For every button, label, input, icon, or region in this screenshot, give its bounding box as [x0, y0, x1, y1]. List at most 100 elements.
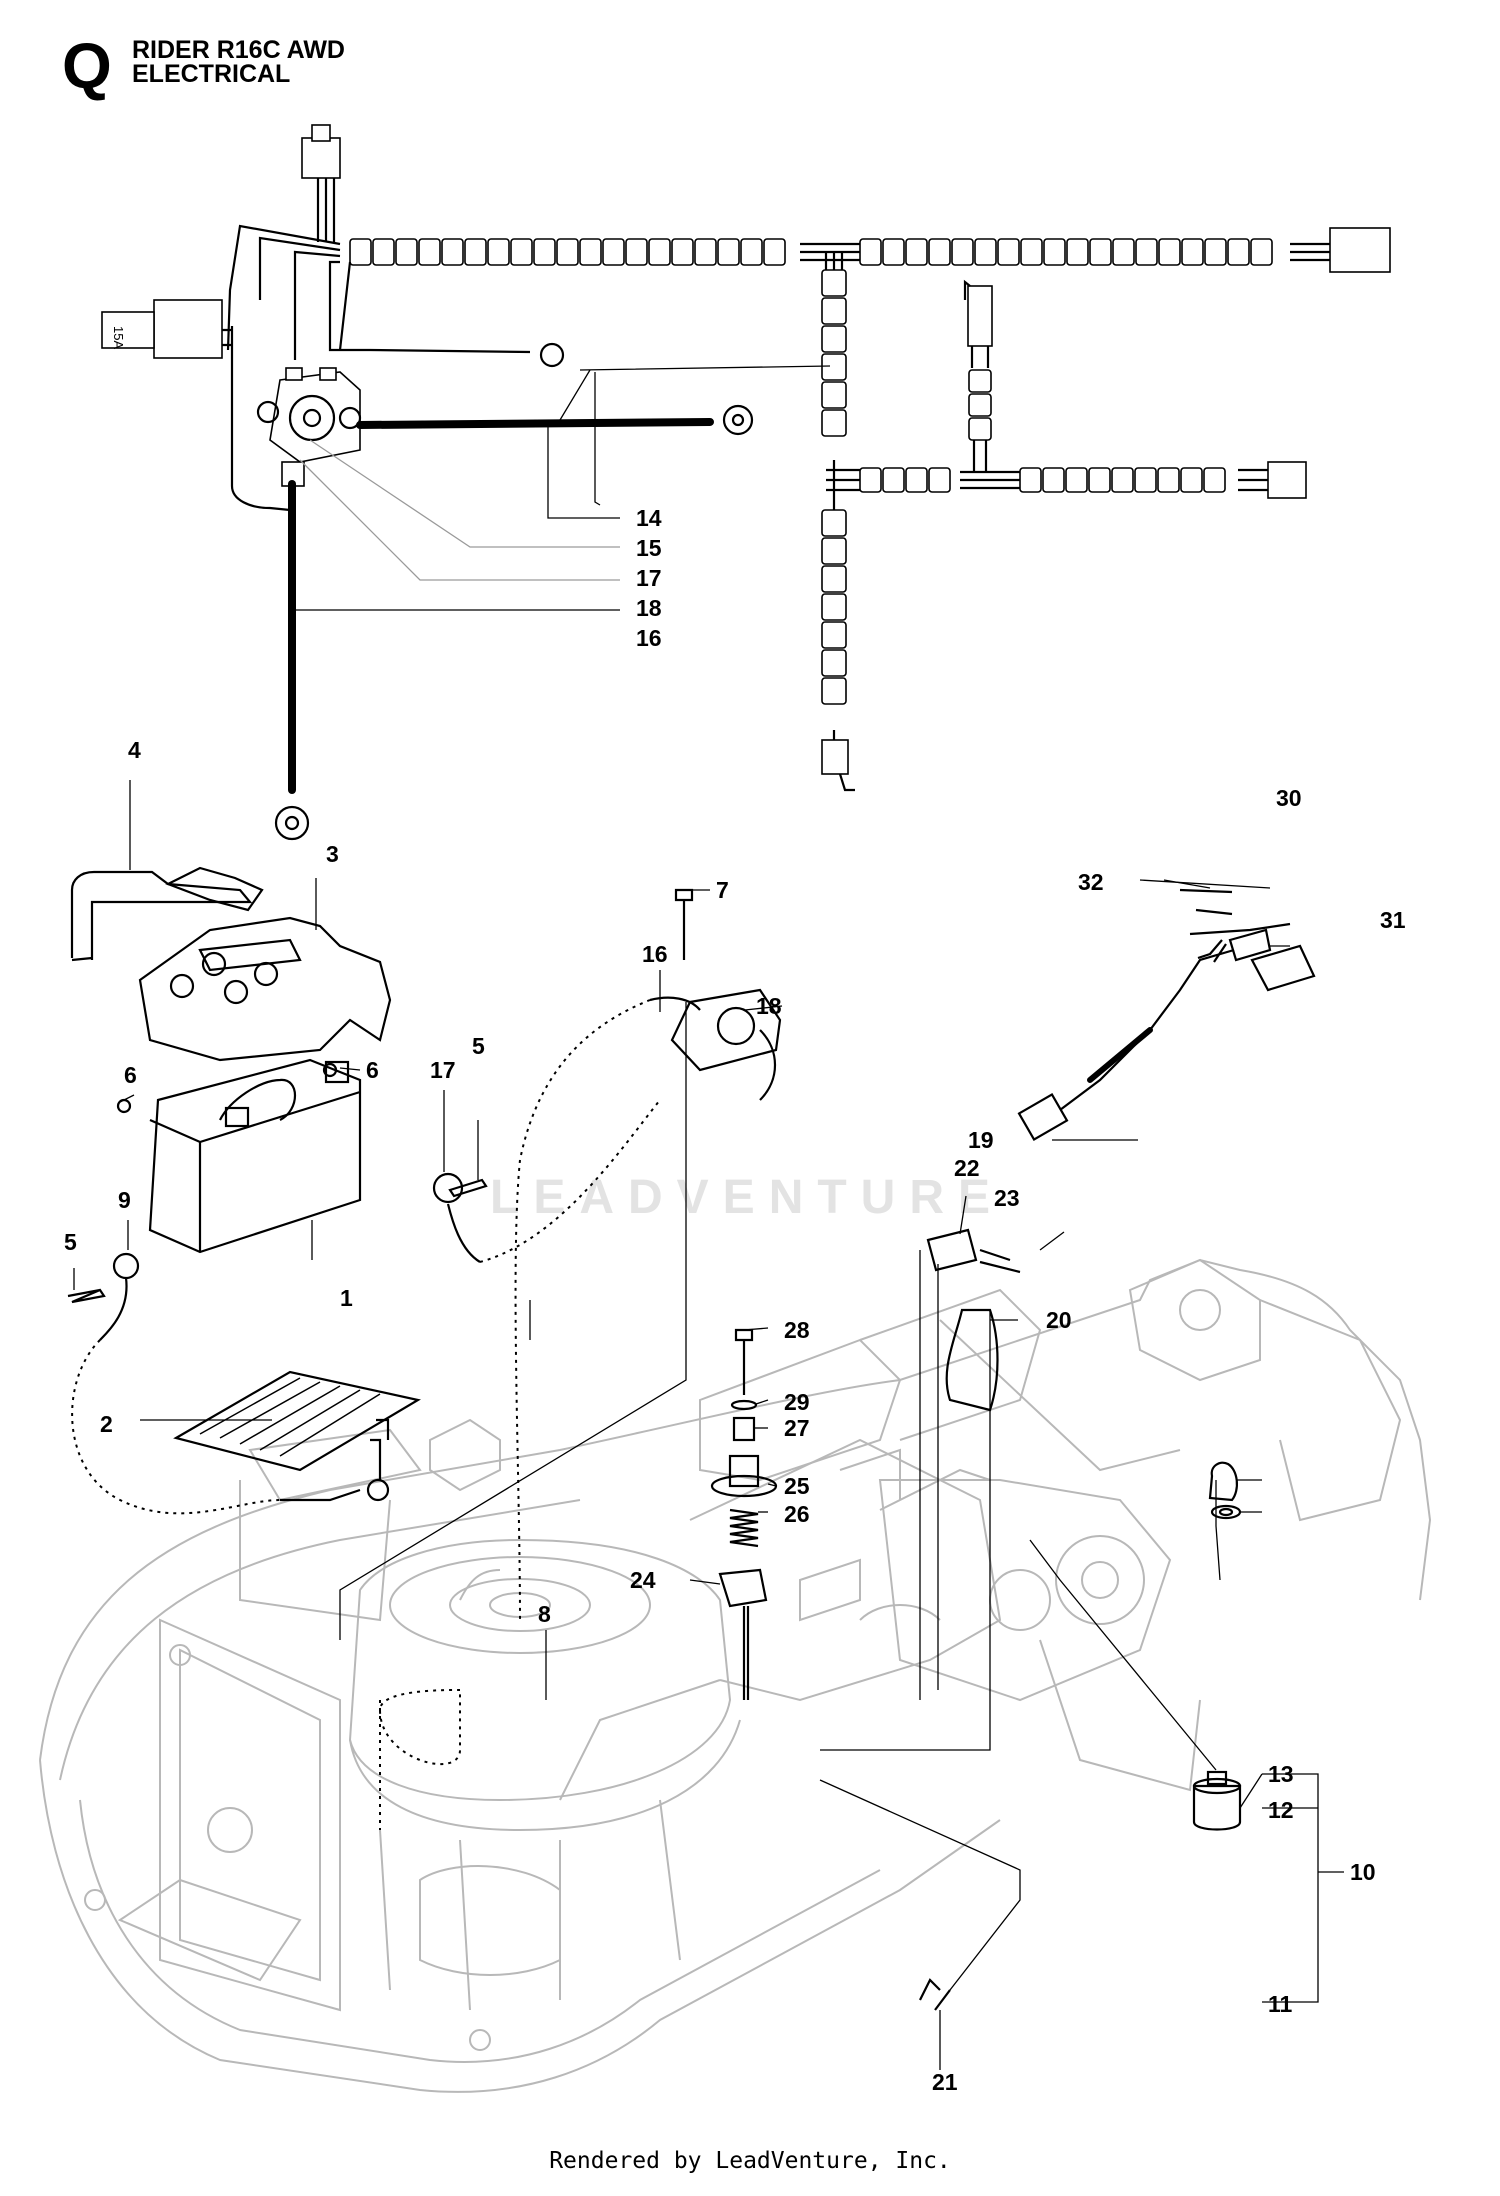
- callout-2: 2: [100, 1411, 113, 1437]
- battery: [148, 1058, 362, 1254]
- callout-15: 15: [636, 535, 662, 561]
- bracket: [1250, 944, 1316, 992]
- harness-sleeve-segment: [821, 409, 847, 437]
- harness-sleeve-segment: [1135, 238, 1158, 266]
- harness-sleeve-segment: [882, 238, 905, 266]
- callout-29: 29: [784, 1389, 810, 1415]
- harness-sleeve-segment: [821, 649, 847, 677]
- callout-16a: 16: [636, 625, 662, 651]
- harness-sleeve-segment: [821, 381, 847, 409]
- harness-sleeve-segment: [372, 238, 395, 266]
- bulb-13: [1208, 1461, 1238, 1502]
- callout-23: 23: [994, 1185, 1020, 1211]
- harness-sleeve-segment: [625, 238, 648, 266]
- callout-17b: 17: [430, 1057, 456, 1083]
- callout-31: 31: [1380, 907, 1406, 933]
- harness-sleeve-segment: [821, 593, 847, 621]
- battery-tray: [173, 1370, 421, 1472]
- harness-top-connector: [301, 137, 341, 179]
- harness-right-connector: [1329, 227, 1391, 273]
- harness-sleeve-segment: [821, 509, 847, 537]
- harness-sleeve-segment: [1203, 467, 1226, 493]
- harness-sleeve-segment: [1158, 238, 1181, 266]
- harness-sleeve-segment: [556, 238, 579, 266]
- harness-sleeve-segment: [1181, 238, 1204, 266]
- harness-sleeve-segment: [740, 238, 763, 266]
- callout-28: 28: [784, 1317, 810, 1343]
- callout-16b: 16: [642, 941, 668, 967]
- harness-sleeve-segment: [821, 269, 847, 297]
- footer-credit: Rendered by LeadVenture, Inc.: [549, 2148, 951, 2174]
- callout-21: 21: [932, 2069, 958, 2095]
- harness-sleeve-segment: [882, 467, 905, 493]
- wire-harness: 15A: [101, 124, 1391, 841]
- harness-sleeve-segment: [821, 297, 847, 325]
- harness-sleeve-segment: [968, 393, 992, 417]
- callout-1: 1: [340, 1285, 353, 1311]
- harness-sleeve-segment: [1134, 467, 1157, 493]
- callout-leaders: [73, 365, 1344, 2070]
- callout-19: 19: [968, 1127, 994, 1153]
- knob-11: [1192, 1784, 1242, 1831]
- callout-25: 25: [784, 1473, 810, 1499]
- harness-sleeve-segment: [821, 677, 847, 705]
- harness-sleeve-segment: [763, 238, 786, 266]
- harness-sleeve-segment: [968, 417, 992, 441]
- harness-junction-wires: [800, 242, 1020, 740]
- harness-sleeve-segment: [602, 238, 625, 266]
- callout-14: 14: [636, 505, 662, 531]
- callout-17a: 17: [636, 565, 662, 591]
- harness-sleeve-segment: [395, 238, 418, 266]
- harness-sleeve-segment: [1227, 238, 1250, 266]
- callout-27: 27: [784, 1415, 810, 1441]
- section-letter: Q: [62, 30, 112, 102]
- harness-sleeve-segment: [349, 238, 372, 266]
- harness-sleeve-segment: [968, 369, 992, 393]
- callout-4: 4: [128, 737, 141, 763]
- harness-sleeve-segment: [821, 621, 847, 649]
- harness-sleeve-segment: [1019, 467, 1042, 493]
- harness-sleeve-segment: [533, 238, 556, 266]
- harness-sleeve-segment: [1020, 238, 1043, 266]
- harness-sleeve-segment: [821, 353, 847, 381]
- harness-sleeve-segment: [821, 325, 847, 353]
- watermark-text: LEADVENTURE: [490, 1171, 1005, 1224]
- callout-10: 10: [1350, 1859, 1376, 1885]
- callout-26: 26: [784, 1501, 810, 1527]
- callout-22: 22: [954, 1155, 980, 1181]
- harness-bottom-connector: [821, 739, 849, 775]
- harness-sleeve-segment: [648, 238, 671, 266]
- callout-12: 12: [1268, 1797, 1294, 1823]
- callout-32: 32: [1078, 869, 1104, 895]
- callout-20: 20: [1046, 1307, 1072, 1333]
- callout-3: 3: [326, 841, 339, 867]
- callout-5b: 5: [472, 1033, 485, 1059]
- callout-11: 11: [1268, 1991, 1293, 2017]
- harness-sleeve-segment: [694, 238, 717, 266]
- callout-24: 24: [630, 1567, 656, 1593]
- harness-sleeve-segment: [441, 238, 464, 266]
- rider-chassis: [39, 1258, 1432, 2093]
- harness-sleeve-segment: [1250, 238, 1273, 266]
- callout-6b: 6: [366, 1057, 379, 1083]
- callout-13: 13: [1268, 1761, 1294, 1787]
- callout-18a: 18: [636, 595, 662, 621]
- harness-sleeve-segment: [974, 238, 997, 266]
- harness-mid-connector: [1267, 461, 1307, 499]
- callout-7: 7: [716, 877, 729, 903]
- callout-labels: 1 2 3 4 5 5 6 6 7 8 9 10 11 12 13 14 15 …: [64, 505, 1406, 2095]
- harness-sleeve-segment: [579, 238, 602, 266]
- harness-sleeve-segment: [510, 238, 533, 266]
- harness-sleeve-segment: [487, 238, 510, 266]
- solenoid-mounted: [670, 988, 782, 1072]
- battery-group: [67, 866, 782, 1830]
- battery-hold-down: [70, 870, 253, 960]
- harness-sleeve-segment: [418, 238, 441, 266]
- solenoid: [269, 371, 361, 463]
- harness-sleeve-segment: [821, 565, 847, 593]
- harness-sleeve-segment: [951, 238, 974, 266]
- fuse-holder: [153, 299, 223, 359]
- callout-6a: 6: [124, 1062, 137, 1088]
